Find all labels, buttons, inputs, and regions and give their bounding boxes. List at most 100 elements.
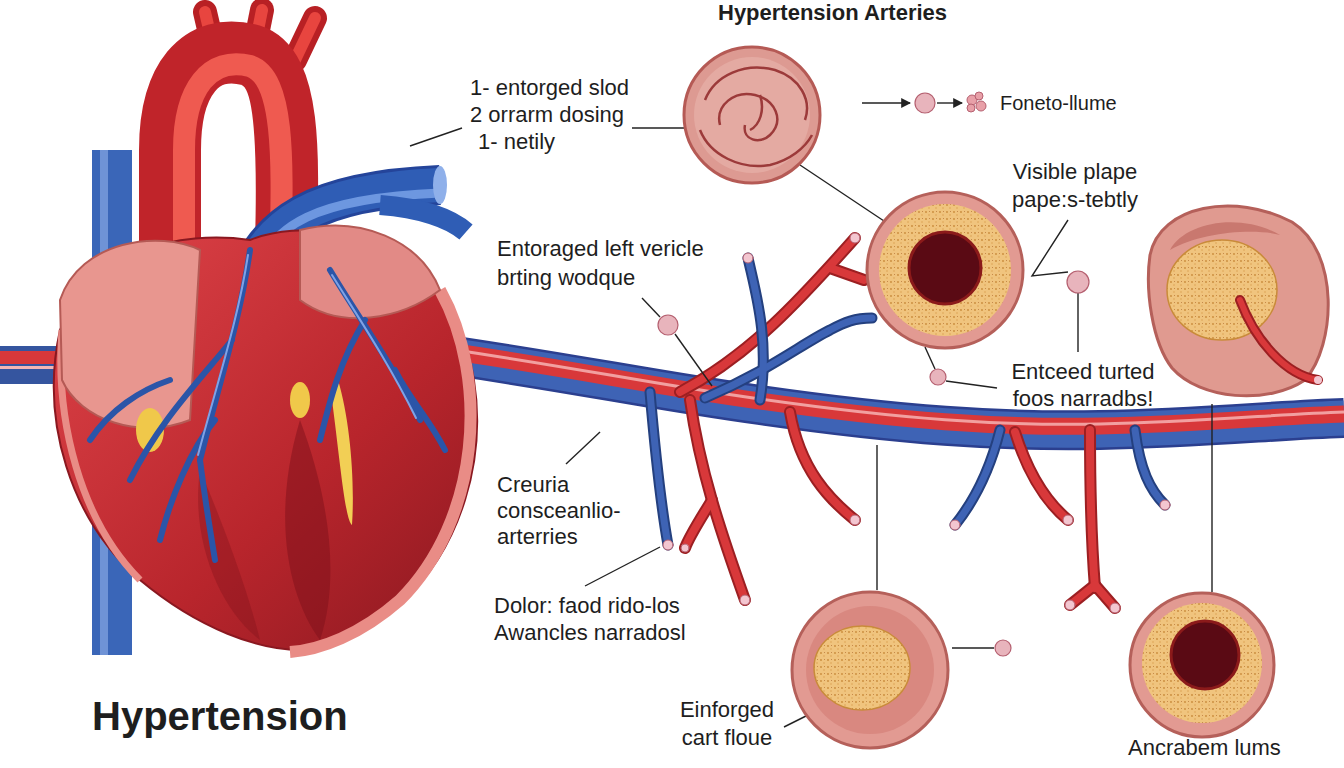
artery-section (814, 626, 910, 710)
artery-branch (663, 233, 1170, 613)
artery-section (1148, 206, 1328, 396)
callout-label: Entceed turted foos narradbs! (1003, 358, 1163, 412)
artery-section (806, 606, 934, 734)
callout-label: Dolor: faod rido-los Awancles narradosl (494, 592, 699, 646)
artery-section (1130, 593, 1274, 737)
label-slot: 1- entorged slod (470, 74, 629, 101)
artery-branch (690, 400, 745, 600)
leader-line (632, 127, 684, 128)
artery-section (684, 47, 820, 183)
leader-line (925, 347, 935, 369)
label-slot: 1- netily (478, 128, 555, 155)
leader-line (675, 334, 712, 386)
heart (300, 226, 440, 318)
heart (54, 226, 477, 652)
artery-branch (705, 318, 872, 398)
callout-label: 1- netily (478, 128, 555, 155)
cell-cluster (967, 92, 986, 112)
marker-dot (915, 93, 935, 113)
artery-section (1167, 240, 1277, 340)
heart (200, 460, 215, 560)
label-slot: Hypertension (92, 692, 348, 740)
artery-section (719, 94, 777, 140)
label-slot: Dolor: faod rido-los Awancles narradosl (494, 592, 699, 646)
leader-line (862, 102, 910, 103)
leader-line (784, 716, 806, 727)
artery-branch (850, 515, 860, 525)
heart (90, 380, 170, 440)
leader-line (946, 381, 997, 388)
callout-label: 2 orrarm dosing (470, 101, 624, 128)
callout-label: Einforged cart floue (672, 696, 782, 752)
artery-branch (1160, 500, 1170, 510)
artery-branch (1110, 603, 1120, 613)
heart (330, 270, 420, 420)
artery-branch (790, 412, 855, 520)
figure-heading: Hypertension (92, 692, 348, 740)
artery-section (684, 47, 820, 183)
artery-branch (650, 392, 668, 545)
label-slot: Foneto-llume (1000, 90, 1117, 116)
leader-line (952, 647, 994, 648)
artery-branch (743, 253, 753, 263)
heart (332, 275, 416, 418)
cell-cluster (976, 101, 986, 111)
artery-section (909, 232, 981, 304)
label-slot: Visible plape pape:s-tebtly (1000, 158, 1150, 214)
label-slot: Einforged cart floue (672, 696, 782, 752)
label-slot: Ancrabem lums (1128, 736, 1281, 760)
artery-branch (681, 544, 689, 552)
label-slot: Entceed turted foos narradbs! (1003, 358, 1163, 412)
artery-section (1142, 603, 1262, 723)
artery-section (1130, 593, 1274, 737)
callout-label: Ancrabem lums (1128, 736, 1281, 760)
callout-label: Foneto-llume (1000, 90, 1117, 116)
callout-label: Visible plape pape:s-tebtly (1000, 158, 1150, 214)
artery-section (700, 68, 812, 166)
artery-branch (1015, 432, 1068, 520)
artery-section (1240, 300, 1318, 380)
artery-branch (1065, 600, 1075, 610)
artery-branch (790, 412, 855, 520)
marker-dot (658, 315, 678, 335)
cell-cluster (967, 104, 975, 112)
artery-branch (1063, 515, 1073, 525)
artery-branch (1090, 430, 1095, 588)
cell-cluster (975, 92, 983, 100)
artery-branch (740, 595, 750, 605)
heart (198, 255, 416, 455)
heart (198, 255, 248, 455)
leader-line (410, 128, 462, 146)
artery-branch (685, 500, 712, 548)
leader-line (1032, 220, 1068, 276)
aorta (295, 18, 315, 60)
title-slot: Hypertension Arteries (718, 0, 947, 26)
heart (90, 250, 445, 560)
callout-label: Entoraged left vericle brting wodque (497, 234, 732, 292)
heart (285, 420, 330, 640)
artery-branch (685, 500, 712, 548)
artery-section (867, 192, 1023, 348)
artery-section (1171, 621, 1239, 689)
leader-line (937, 102, 962, 103)
artery-branch (830, 268, 864, 280)
artery-branch (663, 540, 673, 550)
artery-branch (650, 392, 668, 545)
leader-line (876, 445, 877, 590)
heart (332, 380, 353, 525)
aorta (295, 18, 315, 60)
leader-line (1211, 404, 1212, 592)
label-slot: Entoraged left vericle brting wodque (497, 234, 732, 292)
artery-branch (850, 233, 860, 243)
artery-section (1148, 206, 1328, 396)
artery-branch (705, 318, 872, 398)
leader-line (566, 432, 600, 464)
heart (290, 382, 310, 418)
callout-label: Creuria consceanlio- arterries (497, 472, 637, 550)
artery-section (1314, 376, 1322, 384)
artery-section (867, 192, 1023, 348)
leader-line (1077, 293, 1078, 352)
artery-branch (1090, 430, 1095, 588)
heart (320, 320, 365, 440)
artery-section (879, 204, 1011, 336)
